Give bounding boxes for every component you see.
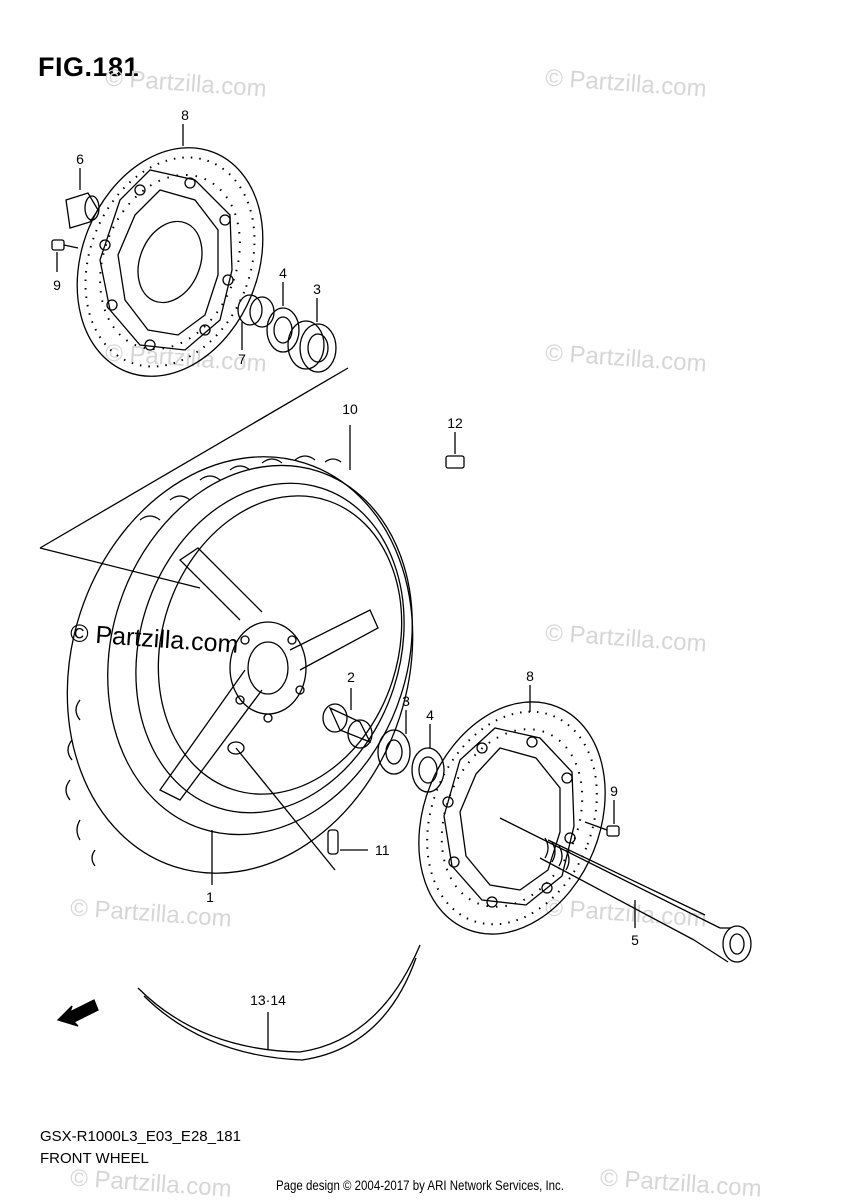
part-4-oil-seal-bottom xyxy=(411,724,445,793)
callout-11: 11 xyxy=(375,842,390,858)
callout-7: 7 xyxy=(238,351,246,367)
callout-8-top: 8 xyxy=(181,107,189,123)
part-11-valve xyxy=(327,829,368,855)
diagram-name: FRONT WHEEL xyxy=(40,1150,149,1167)
callout-10: 10 xyxy=(342,401,358,417)
callout-8-bottom: 8 xyxy=(526,668,534,684)
callout-2: 2 xyxy=(347,669,355,685)
callout-4-bottom: 4 xyxy=(426,707,434,723)
part-6-spacer xyxy=(65,168,100,229)
callout-3-top: 3 xyxy=(313,281,321,297)
model-code: GSX-R1000L3_E03_E28_181 xyxy=(40,1128,241,1145)
callout-3-bottom: 3 xyxy=(402,693,410,709)
callout-13-14: 13·14 xyxy=(250,992,286,1008)
callout-5: 5 xyxy=(631,932,639,948)
footer-copyright: Page design © 2004-2017 by ARI Network S… xyxy=(276,1177,564,1193)
part-3-bearing-top xyxy=(287,298,337,373)
part-13-14-rim-tape xyxy=(137,944,421,1061)
part-9-bolt-bottom xyxy=(584,800,620,837)
callout-9-top: 9 xyxy=(53,277,61,293)
fwd-arrow-icon xyxy=(56,999,99,1027)
brake-disc-top xyxy=(76,147,264,377)
part-9-bolt-top xyxy=(51,239,79,272)
part-3-bearing-bottom xyxy=(377,710,411,775)
part-4-oil-seal-top xyxy=(266,282,300,353)
callout-1: 1 xyxy=(206,889,214,905)
callout-4-top: 4 xyxy=(279,265,287,281)
callout-9-bottom: 9 xyxy=(610,783,618,799)
wheel-and-tire xyxy=(65,425,414,885)
part-2-spacer xyxy=(322,688,373,749)
figure-title: FIG.181 xyxy=(38,52,140,82)
brake-disc-bottom xyxy=(418,685,606,935)
callout-6: 6 xyxy=(76,151,84,167)
part-12-balancer xyxy=(445,432,465,469)
part-5-axle xyxy=(499,817,752,963)
callout-12: 12 xyxy=(447,415,463,431)
part-7-collar xyxy=(237,294,275,350)
